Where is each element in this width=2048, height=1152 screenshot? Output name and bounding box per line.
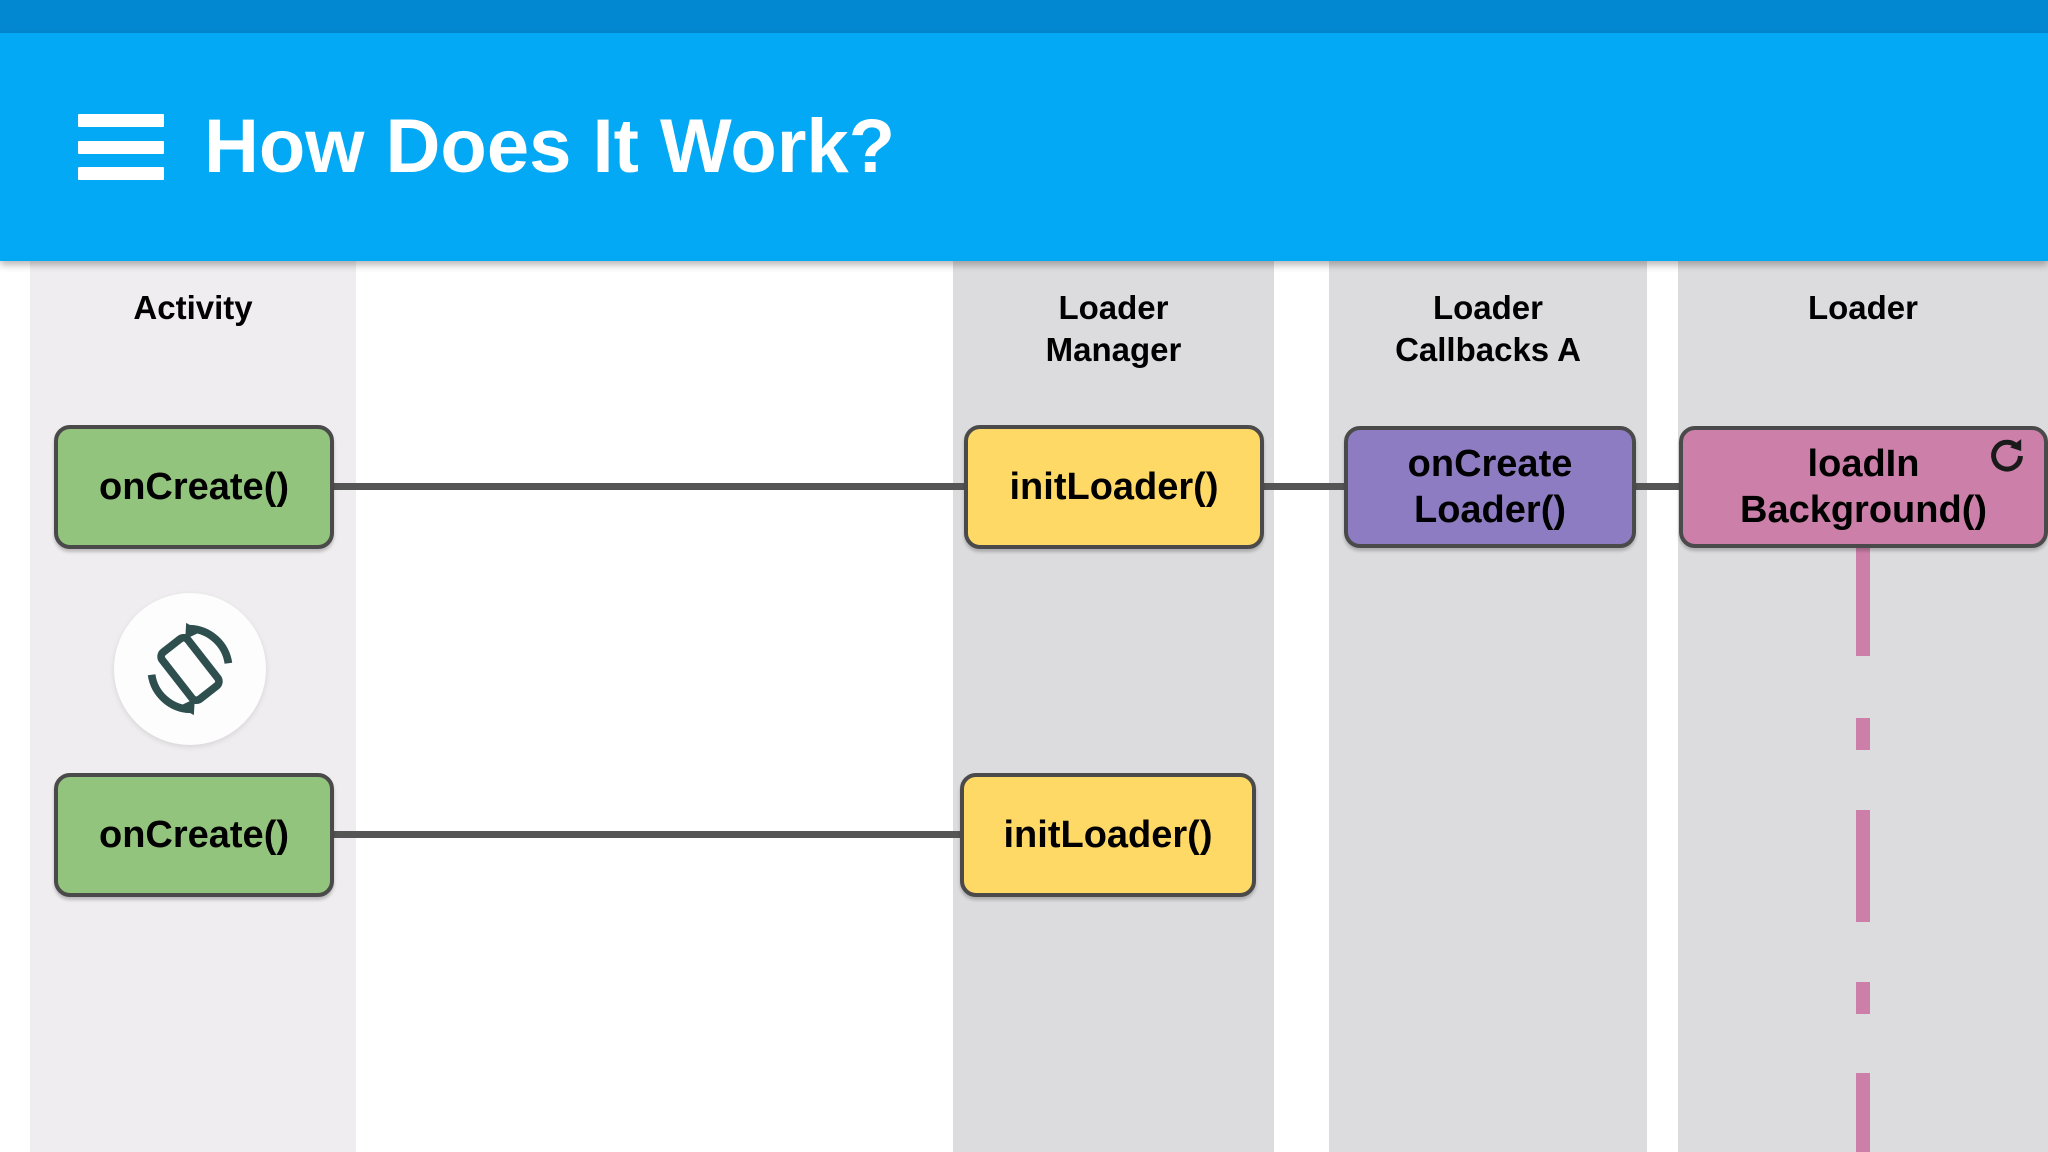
node-initloader-2[interactable]: initLoader() xyxy=(960,773,1256,897)
app-bar: How Does It Work? xyxy=(0,33,2048,261)
lane-loader-callbacks-a: Loader Callbacks A xyxy=(1329,261,1647,1152)
loader-lifeline xyxy=(1856,548,1870,1152)
app-bar-title: How Does It Work? xyxy=(204,104,896,189)
menu-icon-bar-1 xyxy=(78,114,164,127)
node-oncreate-2[interactable]: onCreate() xyxy=(54,773,334,897)
screen-rotation-icon xyxy=(114,593,266,745)
node-initloader-1[interactable]: initLoader() xyxy=(964,425,1264,549)
menu-icon-bar-2 xyxy=(78,140,164,154)
connector-oncreate-initloader-2 xyxy=(334,831,962,838)
menu-icon-bar-3 xyxy=(78,167,164,180)
lane-title-loader-callbacks-a: Loader Callbacks A xyxy=(1395,289,1581,369)
sequence-diagram-canvas: Activity Loader Manager Loader Callbacks… xyxy=(0,261,2048,1152)
refresh-loop-icon xyxy=(1991,439,2023,472)
connector-oncreateloader-loadinbackground xyxy=(1634,483,1682,490)
node-oncreate-1[interactable]: onCreate() xyxy=(54,425,334,549)
node-oncreateloader-1[interactable]: onCreate Loader() xyxy=(1344,426,1636,548)
connector-oncreate-initloader-1 xyxy=(334,483,966,490)
lane-loader-manager: Loader Manager xyxy=(953,261,1274,1152)
hamburger-menu-icon[interactable] xyxy=(78,114,164,180)
status-bar xyxy=(0,0,2048,33)
lane-title-activity: Activity xyxy=(133,289,253,326)
connector-initloader-oncreateloader xyxy=(1263,483,1347,490)
lane-title-loader: Loader xyxy=(1807,289,1919,326)
screen-rotation-glyph xyxy=(147,622,233,716)
lane-title-loader-manager: Loader Manager xyxy=(1045,289,1182,369)
node-loadinbackground-1[interactable]: loadIn Background() xyxy=(1679,426,2048,548)
